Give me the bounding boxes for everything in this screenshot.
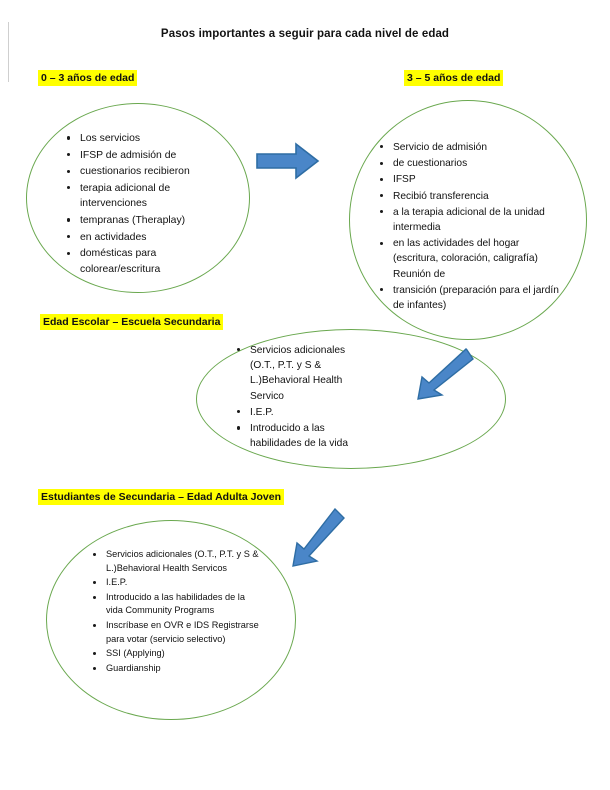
list-item: SSI (Applying) — [92, 647, 260, 661]
arrow-right-icon — [256, 140, 320, 182]
list-item: Inscríbase en OVR e IDS Registrarse para… — [92, 619, 260, 646]
list-item: IFSP de admisión de — [66, 148, 226, 164]
ellipse-stage-estudiantes-secundaria — [46, 520, 296, 720]
list-item: Los servicios — [66, 131, 226, 147]
list-item: en las actividades del hogar (escritura,… — [379, 236, 565, 282]
ellipse-stage-edad-escolar — [196, 329, 506, 469]
list-item: Introducido a las habilidades de la vida — [236, 421, 366, 451]
list-item: cuestionarios recibieron — [66, 164, 226, 180]
ellipse-stage-3-5 — [349, 100, 587, 340]
list-item: IFSP — [379, 172, 565, 187]
list-item: Recibió transferencia — [379, 189, 565, 204]
list-item: de cuestionarios — [379, 156, 565, 171]
page-title: Pasos importantes a seguir para cada niv… — [160, 28, 450, 40]
list-item: tempranas (Theraplay) — [66, 213, 226, 229]
list-item: I.E.P. — [236, 405, 366, 420]
list-item: Introducido a las habilidades de la vida… — [92, 591, 260, 618]
list-item: transición (preparación para el jardín d… — [379, 283, 565, 313]
stage-header-edad-escolar: Edad Escolar – Escuela Secundaria — [40, 314, 224, 331]
list-item: a la terapia adicional de la unidad inte… — [379, 205, 565, 235]
ellipse-stage-0-3 — [26, 103, 250, 293]
list-item: Servicios adicionales (O.T., P.T. y S & … — [236, 343, 366, 404]
list-item: I.E.P. — [92, 576, 260, 590]
page-margin-rule — [8, 22, 9, 82]
bullet-list-0-3: Los servicios IFSP de admisión de cuesti… — [66, 131, 226, 278]
stage-header-3-5: 3 – 5 años de edad — [404, 70, 504, 87]
stage-header-0-3: 0 – 3 años de edad — [38, 70, 138, 87]
list-item: en actividades — [66, 230, 226, 246]
list-item: terapia adicional de intervenciones — [66, 181, 226, 212]
bullet-list-edad-escolar: Servicios adicionales (O.T., P.T. y S & … — [236, 343, 366, 452]
list-item: Servicios adicionales (O.T., P.T. y S & … — [92, 548, 260, 575]
list-item: Guardianship — [92, 662, 260, 676]
arrow-down-left-icon — [286, 507, 348, 574]
bullet-list-estudiantes-secundaria: Servicios adicionales (O.T., P.T. y S & … — [92, 548, 260, 676]
list-item: Servicio de admisión — [379, 140, 565, 155]
arrow-down-left-icon — [408, 348, 474, 402]
stage-header-estudiantes-secundaria: Estudiantes de Secundaria – Edad Adulta … — [38, 489, 285, 506]
list-item: domésticas para colorear/escritura — [66, 246, 226, 277]
bullet-list-3-5: Servicio de admisión de cuestionarios IF… — [379, 140, 565, 314]
